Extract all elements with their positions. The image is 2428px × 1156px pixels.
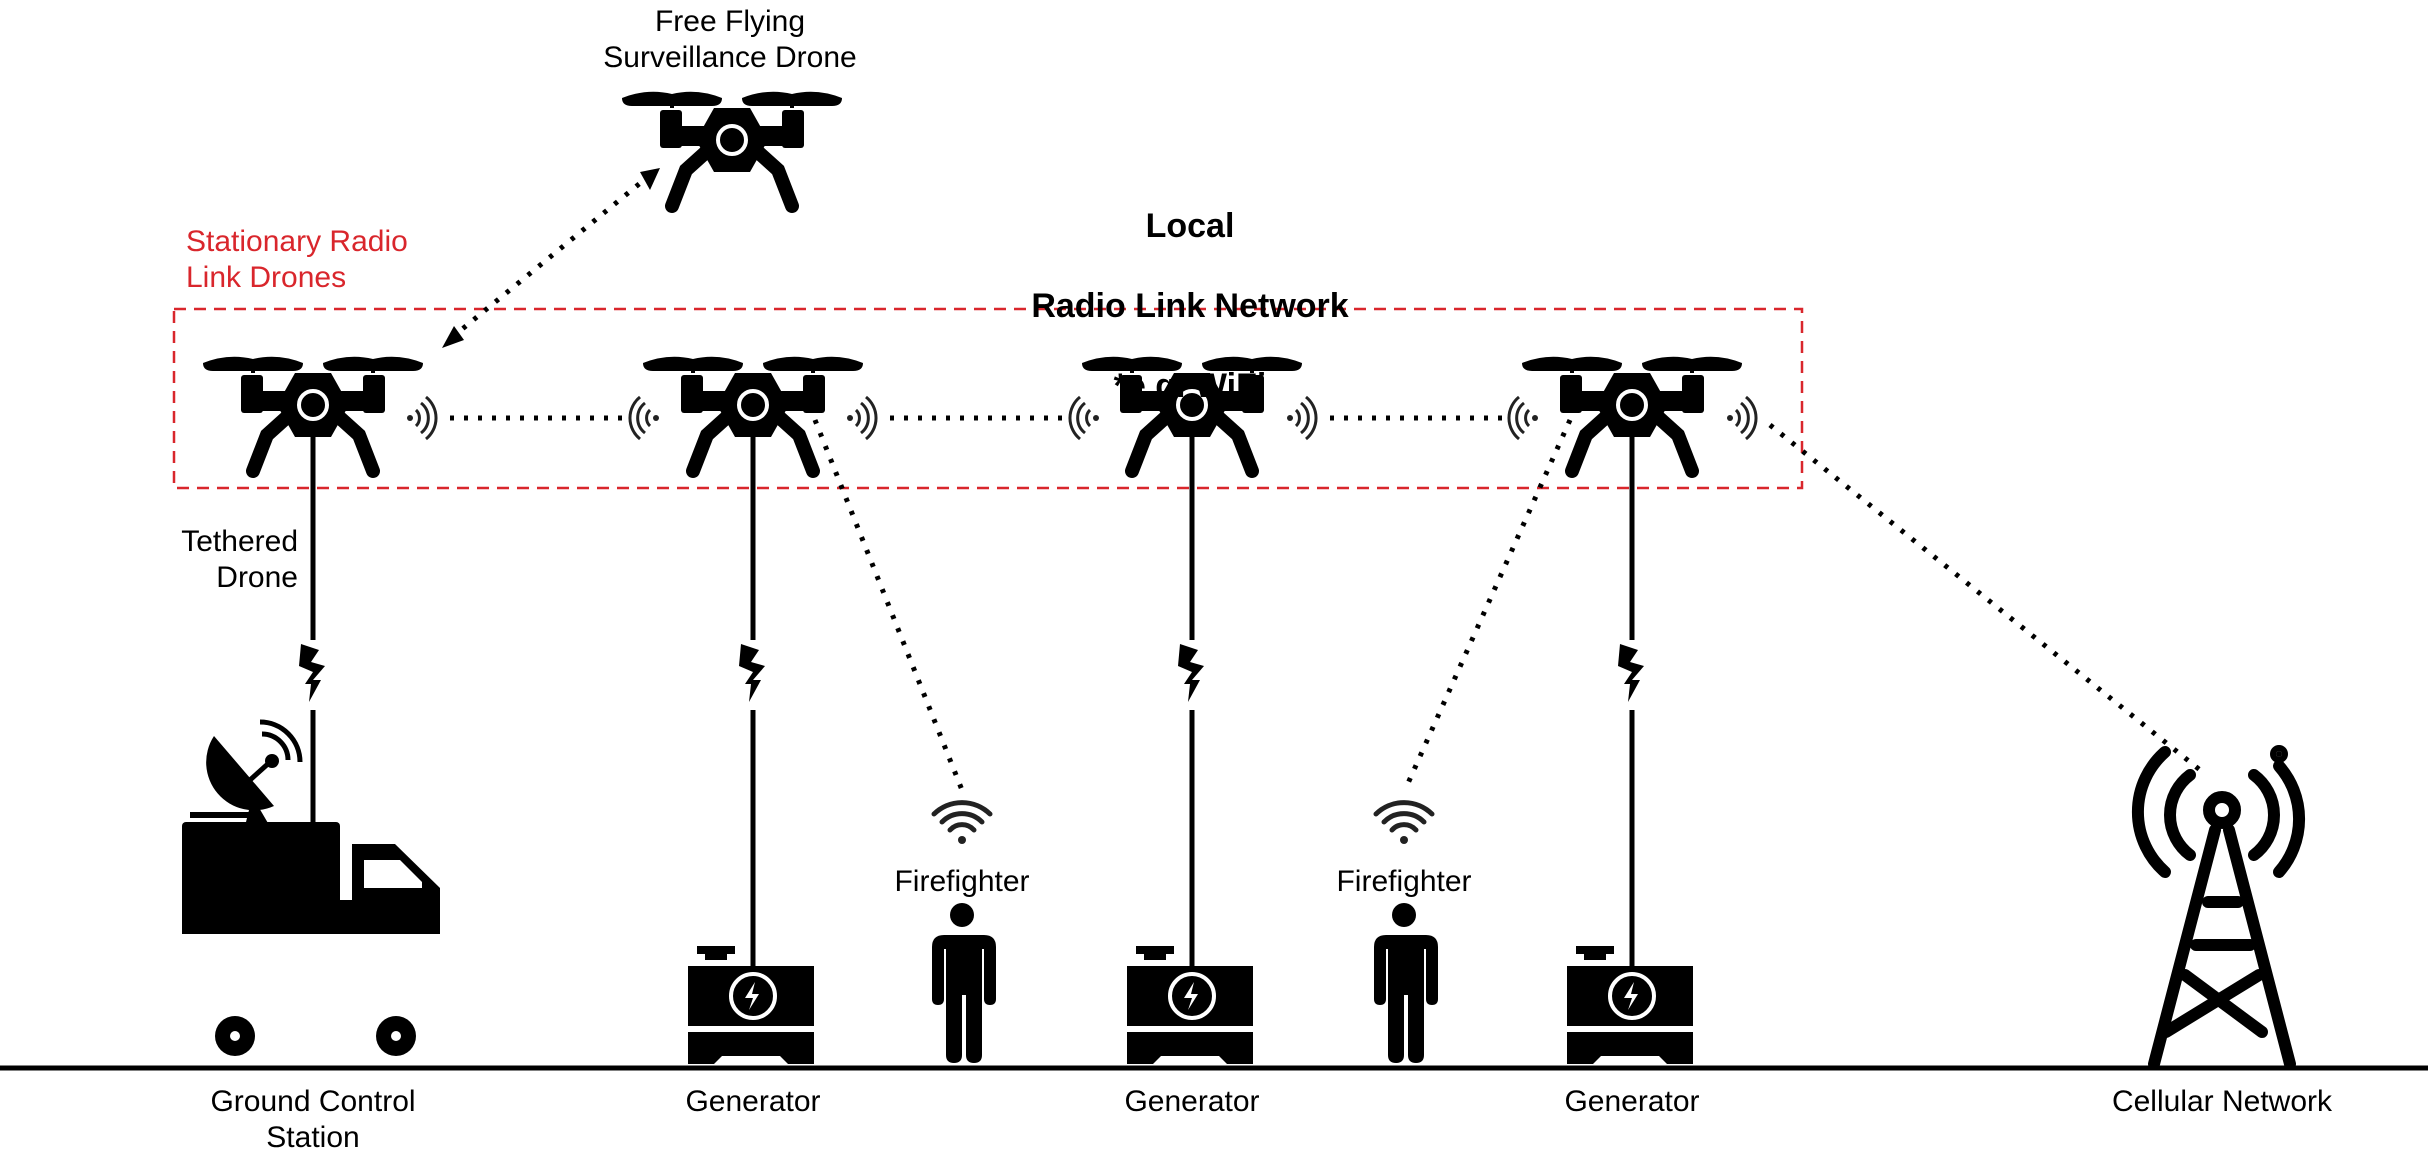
stationary-group-box (172, 307, 1804, 490)
signal-left-icon (1507, 395, 1540, 441)
ground-station-label: Ground Control Station (210, 1085, 416, 1154)
firefighter-label: Firefighter (894, 865, 1030, 898)
surveillance-drone-icon (622, 92, 842, 206)
generator-label: Generator (685, 1085, 821, 1118)
arrowhead-icon (640, 168, 660, 190)
signal-left-icon (628, 395, 661, 441)
firefighter-icon (932, 903, 996, 1063)
wifi-icon (1376, 803, 1432, 844)
cellular-network-label: Cellular Network (2111, 1085, 2333, 1118)
firefighter-label: Firefighter (1336, 865, 1472, 898)
network-title-line2: Radio Link Network (1031, 287, 1349, 325)
satellite-dish-icon (190, 719, 303, 830)
tether-lines (310, 430, 1635, 970)
signal-right-icon (1725, 395, 1758, 441)
network-title: Local Radio Link Network *e.g. WiFi (980, 166, 1400, 446)
arrowhead-icon (442, 326, 464, 348)
power-bolt-icon (1618, 644, 1644, 702)
generator-label: Generator (1124, 1085, 1260, 1118)
radio-links (450, 173, 2202, 792)
power-bolt-icon (739, 644, 765, 702)
network-title-line1: Local (1145, 207, 1235, 245)
power-bolt-icon (1178, 644, 1204, 702)
stationary-group-label: Stationary Radio Link Drones (186, 225, 408, 294)
tethered-drone-label: Tethered Drone (181, 525, 298, 594)
firefighter-icon (1374, 903, 1438, 1063)
signal-right-icon (405, 395, 438, 441)
power-bolt-icon (299, 644, 325, 702)
free-drone-label: Free Flying Surveillance Drone (603, 5, 857, 74)
ground-station-truck-icon (182, 822, 440, 1062)
wifi-icon (934, 803, 990, 844)
generator-label: Generator (1564, 1085, 1700, 1118)
network-title-line3: *e.g. WiFi (1113, 367, 1267, 405)
signal-right-icon (845, 395, 878, 441)
cell-tower-icon (2131, 745, 2306, 1070)
